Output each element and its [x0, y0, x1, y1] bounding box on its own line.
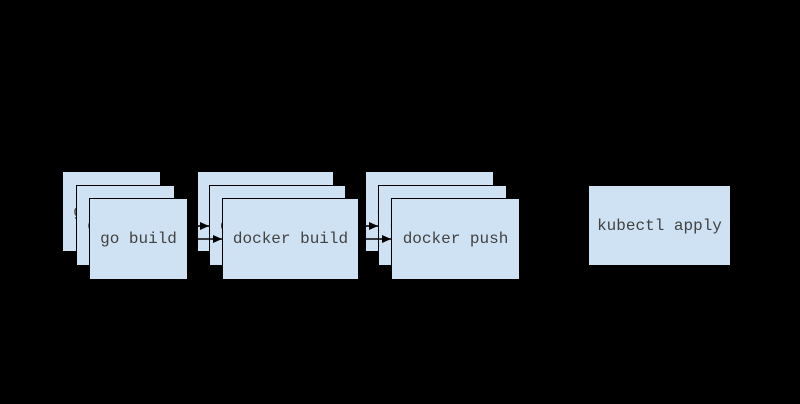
kubectl-apply-box: kubectl apply: [588, 185, 731, 266]
go-build-box-front: go build: [89, 198, 188, 280]
docker-push-box-front: docker push: [391, 198, 520, 280]
docker-build-box-front: docker build: [222, 198, 359, 280]
